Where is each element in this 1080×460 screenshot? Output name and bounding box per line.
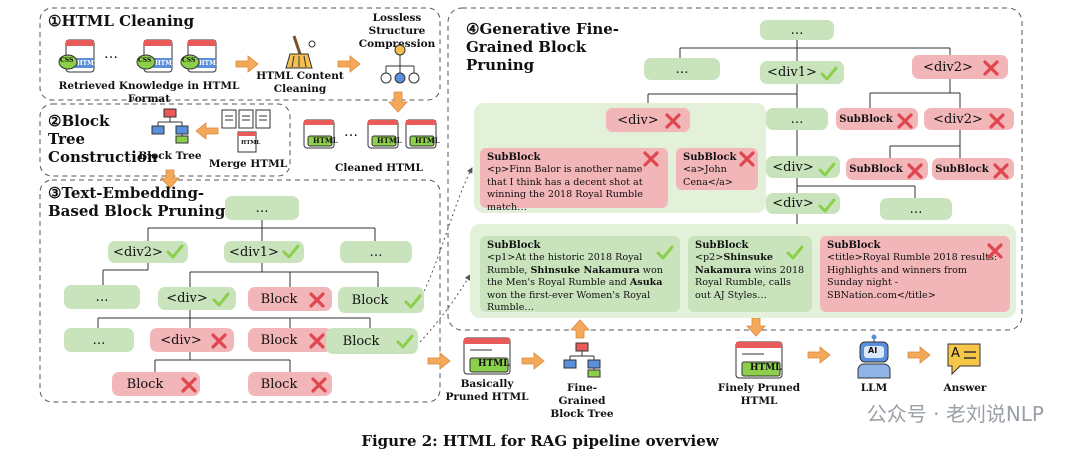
- tree3-dots-c: …: [64, 328, 134, 352]
- cross-icon: [211, 333, 227, 349]
- tree4-subblock-c: SubBlock: [932, 158, 1014, 180]
- fine-grained-tree-label: Fine-Grained Block Tree: [550, 382, 614, 420]
- tree3-block-d: Block: [326, 328, 418, 354]
- tree3-div2: <div2>: [108, 241, 188, 263]
- block-tree-icon: [150, 108, 190, 144]
- block-tree-label: Block Tree: [138, 150, 202, 162]
- html-css-doc-icon: CSS HTML: [180, 38, 220, 76]
- tree3-dots-b: …: [64, 285, 140, 309]
- section1-box: [39, 7, 441, 101]
- basically-pruned-html-icon: HTML: [460, 336, 514, 376]
- cross-icon: [983, 60, 999, 76]
- merge-html-icon: HTML: [220, 108, 274, 154]
- check-icon: [404, 294, 422, 309]
- ellipsis: …: [344, 124, 358, 140]
- orange-arrows: [160, 55, 931, 370]
- lossless-label: Lossless Structure Compression: [358, 12, 436, 50]
- tree4-dots-c: …: [880, 198, 952, 220]
- cross-icon: [989, 113, 1005, 129]
- cross-icon: [739, 151, 755, 167]
- check-icon: [396, 334, 414, 349]
- content-cleaning-label: HTML Content Cleaning: [256, 70, 344, 95]
- html-css-doc-icon: CSS HTML: [58, 38, 98, 76]
- html-doc-icon: HTML: [302, 118, 338, 150]
- check-icon: [656, 245, 674, 260]
- tree3-div1: <div1>: [224, 241, 304, 263]
- html-css-doc-icon: CSS HTML: [136, 38, 176, 76]
- subblock-finn: SubBlock <p>Finn Balor is another name t…: [480, 148, 668, 213]
- tree3-edges: [97, 220, 379, 372]
- tree3-block-b: Block: [338, 287, 424, 313]
- cross-icon: [907, 163, 923, 179]
- ellipsis: …: [104, 46, 118, 62]
- finely-pruned-label: Finely Pruned HTML: [717, 382, 801, 407]
- tree3-dots-a: …: [340, 241, 412, 263]
- hierarchy-icon: [380, 44, 420, 86]
- cross-icon: [643, 151, 659, 167]
- merge-html-label: Merge HTML: [208, 158, 288, 170]
- llm-label: LLM: [860, 382, 888, 394]
- section2-box: [39, 103, 291, 177]
- subblock-title: SubBlock <title>Royal Rumble 2018 result…: [820, 236, 1010, 312]
- tree4-dots-b: …: [766, 108, 828, 130]
- step4-title: ④Generative Fine-Grained Block Pruning: [466, 20, 620, 74]
- html-doc-icon: HTML: [366, 118, 402, 150]
- watermark: 公众号 · 老刘说NLP: [866, 402, 1044, 426]
- cross-icon: [311, 377, 327, 393]
- cross-icon: [993, 163, 1009, 179]
- cross-icon: [665, 113, 681, 129]
- robot-icon: AI: [852, 334, 896, 380]
- subblock-historic: SubBlock <p1>At the historic 2018 Royal …: [480, 236, 680, 313]
- figure-caption: Figure 2: HTML for RAG pipeline overview: [361, 432, 719, 450]
- check-icon: [282, 244, 300, 259]
- check-icon: [786, 245, 804, 260]
- tree4-div1: <div1>: [760, 61, 844, 84]
- check-icon: [818, 198, 836, 213]
- fine-grained-tree-icon: [562, 342, 602, 378]
- subblock-shinsuke: SubBlock <p2>Shinsuke Nakamura wins 2018…: [688, 236, 812, 312]
- retrieved-label: Retrieved Knowledge in HTML Format: [58, 80, 240, 105]
- finely-pruned-html-icon: HTML: [732, 340, 786, 380]
- step2-title: ②Block Tree Construction: [48, 112, 158, 166]
- answer-icon: A: [944, 340, 984, 378]
- tree4-div2: <div2>: [912, 55, 1008, 79]
- section4-box: [447, 7, 1023, 331]
- check-icon: [212, 292, 230, 307]
- basically-pruned-label: Basically Pruned HTML: [445, 378, 529, 403]
- subblock-cena: SubBlock <a>John Cena</a>: [676, 148, 758, 190]
- step1-title: ①HTML Cleaning: [48, 12, 195, 30]
- step3-title: ③Text-Embedding-Based Block Pruning: [48, 184, 226, 220]
- cross-icon: [897, 113, 913, 129]
- tree4-root: …: [760, 20, 834, 40]
- broom-icon: [282, 34, 318, 70]
- check-icon: [166, 244, 184, 259]
- html-doc-icon: HTML: [404, 118, 440, 150]
- check-icon: [820, 66, 838, 81]
- cleaned-html-label: Cleaned HTML: [335, 162, 423, 174]
- cross-icon: [987, 243, 1003, 259]
- tree3-root: …: [225, 196, 299, 220]
- cross-icon: [181, 377, 197, 393]
- tree4-subblock-a: SubBlock: [836, 108, 918, 130]
- check-icon: [818, 162, 836, 177]
- tree4-subblock-b: SubBlock: [846, 158, 928, 180]
- cross-icon: [309, 292, 325, 308]
- cross-icon: [309, 333, 325, 349]
- answer-label: Answer: [943, 382, 987, 394]
- tree4-dots-a: …: [644, 58, 720, 80]
- tree3-block-e: Block: [112, 372, 200, 396]
